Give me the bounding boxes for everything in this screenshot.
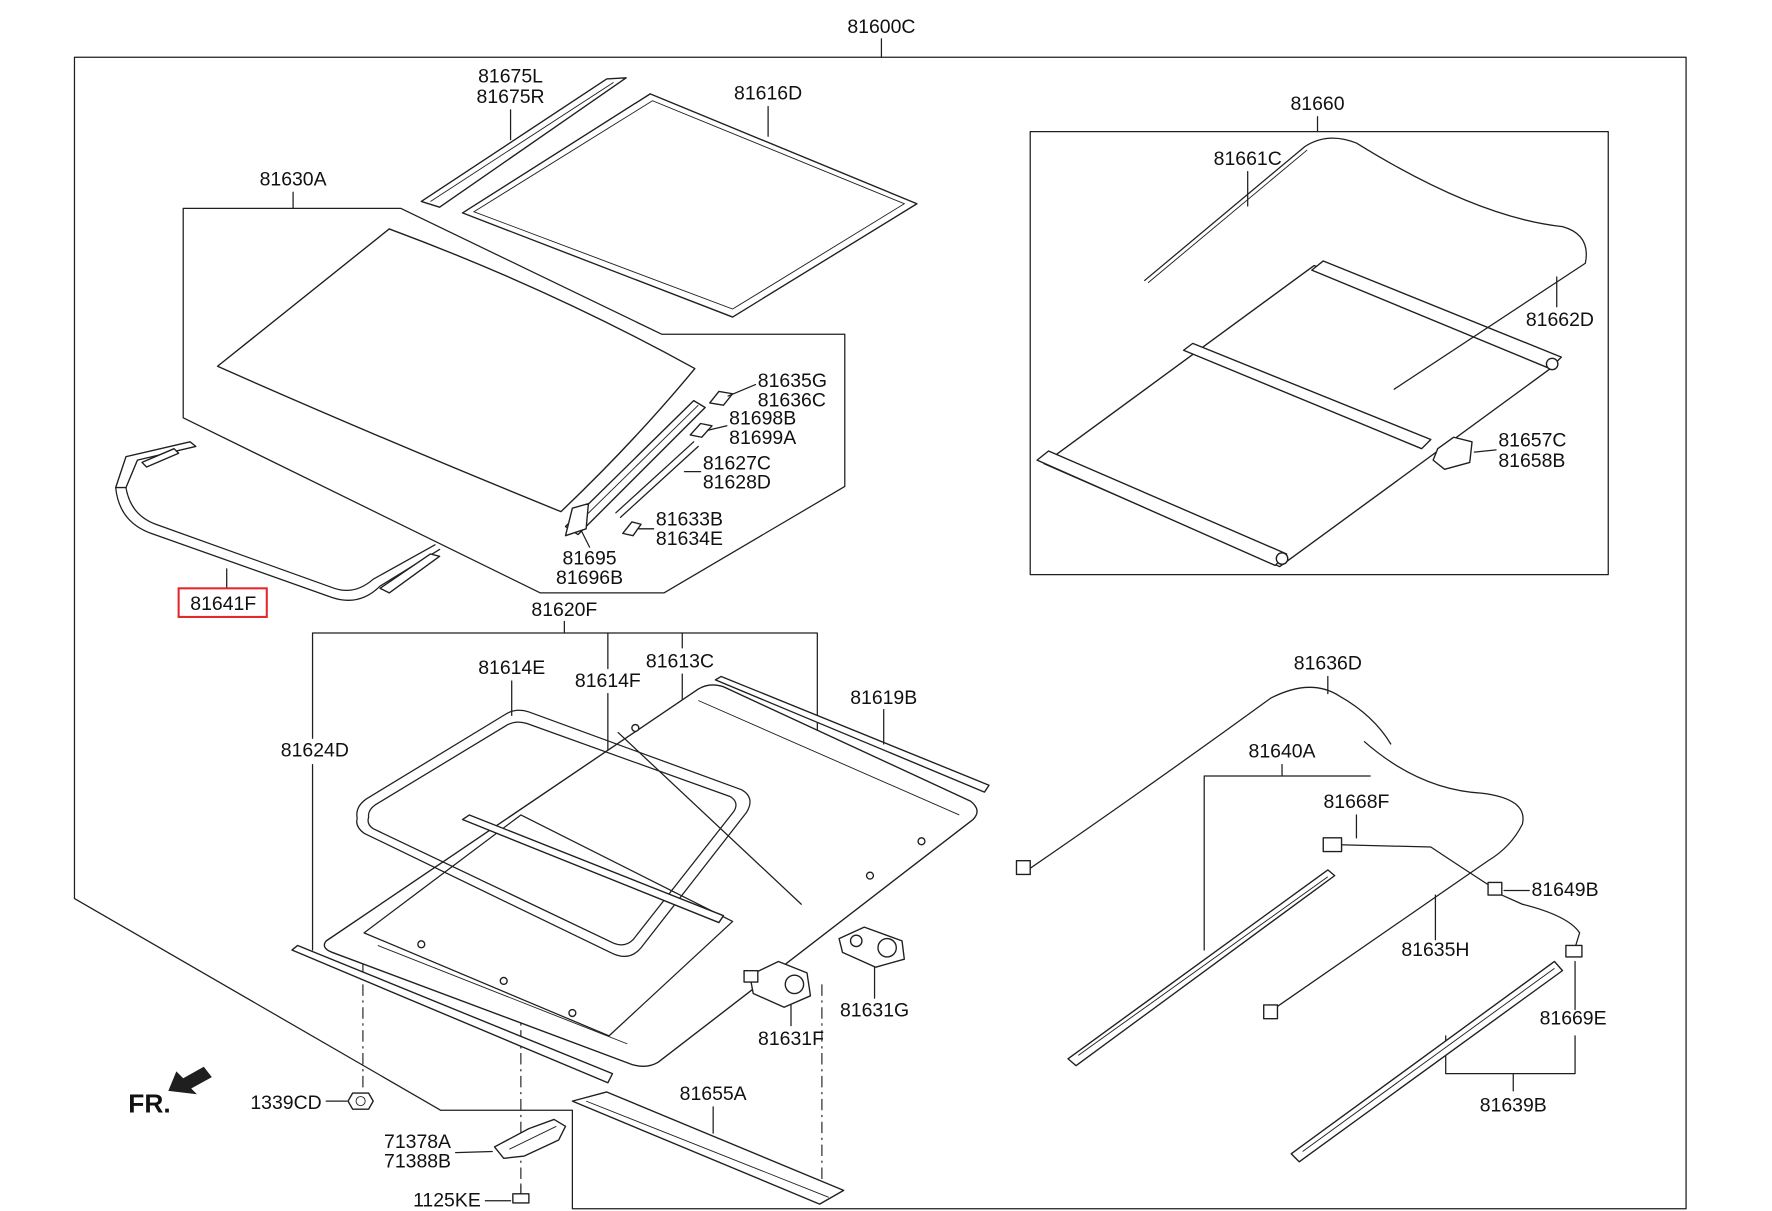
- callout-81636d[interactable]: 81636D: [1294, 653, 1362, 675]
- callout-71388b[interactable]: 71388B: [384, 1151, 451, 1173]
- callout-81661c[interactable]: 81661C: [1214, 148, 1282, 170]
- callout-81660[interactable]: 81660: [1290, 93, 1344, 115]
- callout-81675l[interactable]: 81675L: [478, 65, 543, 87]
- guide-rail-left: [1067, 869, 1336, 1067]
- wind-strip: [461, 680, 725, 924]
- rear-glass-panel: [461, 93, 918, 318]
- bolt: [484, 1185, 530, 1204]
- callout-81614e[interactable]: 81614E: [478, 657, 545, 679]
- callout-81630a[interactable]: 81630A: [260, 168, 327, 190]
- callout-selected-81641f[interactable]: 81641F: [190, 593, 256, 615]
- callout-81698b[interactable]: 81698B: [729, 408, 796, 430]
- callout-1125ke[interactable]: 1125KE: [413, 1189, 481, 1211]
- callout-81668f[interactable]: 81668F: [1323, 791, 1389, 813]
- motor-right: [838, 926, 906, 999]
- callout-81635h[interactable]: 81635H: [1401, 939, 1469, 961]
- callout-81616d[interactable]: 81616D: [734, 83, 802, 105]
- callout-81699a[interactable]: 81699A: [729, 427, 796, 449]
- outer-assembly-frame: [73, 38, 1687, 1210]
- callout-81600c[interactable]: 81600C: [847, 16, 915, 38]
- callout-81628d[interactable]: 81628D: [703, 472, 771, 494]
- callout-81640a[interactable]: 81640A: [1249, 741, 1316, 763]
- mounting-bracket: [454, 1118, 567, 1160]
- callout-81635g[interactable]: 81635G: [758, 370, 827, 392]
- callout-1339cd[interactable]: 1339CD: [250, 1092, 321, 1114]
- callout-81636c[interactable]: 81636C: [758, 389, 826, 411]
- shade-cable: [1144, 137, 1587, 390]
- callout-71378a[interactable]: 71378A: [384, 1131, 451, 1153]
- callout-81619b[interactable]: 81619B: [850, 687, 917, 709]
- callout-81614f[interactable]: 81614F: [575, 670, 641, 692]
- callout-81669e[interactable]: 81669E: [1540, 1007, 1607, 1029]
- callout-81631g[interactable]: 81631G: [840, 999, 909, 1021]
- drain-cable-upper: [1015, 675, 1392, 876]
- callout-81696b[interactable]: 81696B: [556, 567, 623, 589]
- rear-drain-strip: [571, 1091, 845, 1205]
- glass-group-bracket: [182, 191, 846, 594]
- callout-81649b[interactable]: 81649B: [1532, 879, 1599, 901]
- guide-cable-connector: [1322, 814, 1583, 1011]
- callout-81639b[interactable]: 81639B: [1480, 1094, 1547, 1116]
- callout-81624d[interactable]: 81624D: [281, 740, 349, 762]
- drive-cable: [1263, 741, 1524, 1020]
- callout-81634e[interactable]: 81634E: [656, 528, 723, 550]
- callout-81631f[interactable]: 81631F: [758, 1028, 824, 1050]
- callout-81620f[interactable]: 81620F: [531, 599, 597, 621]
- callout-81657c[interactable]: 81657C: [1498, 429, 1566, 451]
- sunroof-frame: [323, 684, 978, 1068]
- callout-labels: 81600C 81675L 81675R 81616D 81630A 81635…: [128, 16, 1606, 1211]
- glass-seal-molding: [114, 441, 441, 601]
- sunshade-blind: [1036, 260, 1563, 568]
- callout-81613c[interactable]: 81613C: [646, 650, 714, 672]
- callout-81633b[interactable]: 81633B: [656, 508, 723, 530]
- callout-81675r[interactable]: 81675R: [477, 86, 545, 108]
- deflector-strip: [420, 77, 627, 208]
- front-edge-strip: [291, 944, 614, 1084]
- nut: [325, 1092, 374, 1110]
- motor-left: [743, 960, 812, 1027]
- guide-rail-right: [1290, 960, 1564, 1163]
- callout-81655a[interactable]: 81655A: [680, 1083, 747, 1105]
- callout-81627c[interactable]: 81627C: [703, 452, 771, 474]
- shade-group-box: [1029, 116, 1609, 576]
- front-arrow-icon: [168, 1066, 212, 1095]
- callout-81662d[interactable]: 81662D: [1526, 309, 1594, 331]
- front-orientation-label: FR.: [128, 1089, 170, 1119]
- glass-rail-parts: [564, 383, 757, 548]
- upper-leaders: [509, 105, 769, 141]
- rear-edge-strip: [714, 675, 990, 793]
- selected-part-highlight: [177, 587, 268, 618]
- shade-bracket: [1432, 436, 1497, 470]
- front-glass-panel: [216, 228, 696, 513]
- glass-opening-seal: [356, 709, 751, 958]
- callout-81658b[interactable]: 81658B: [1498, 450, 1565, 472]
- callout-81695[interactable]: 81695: [563, 547, 617, 569]
